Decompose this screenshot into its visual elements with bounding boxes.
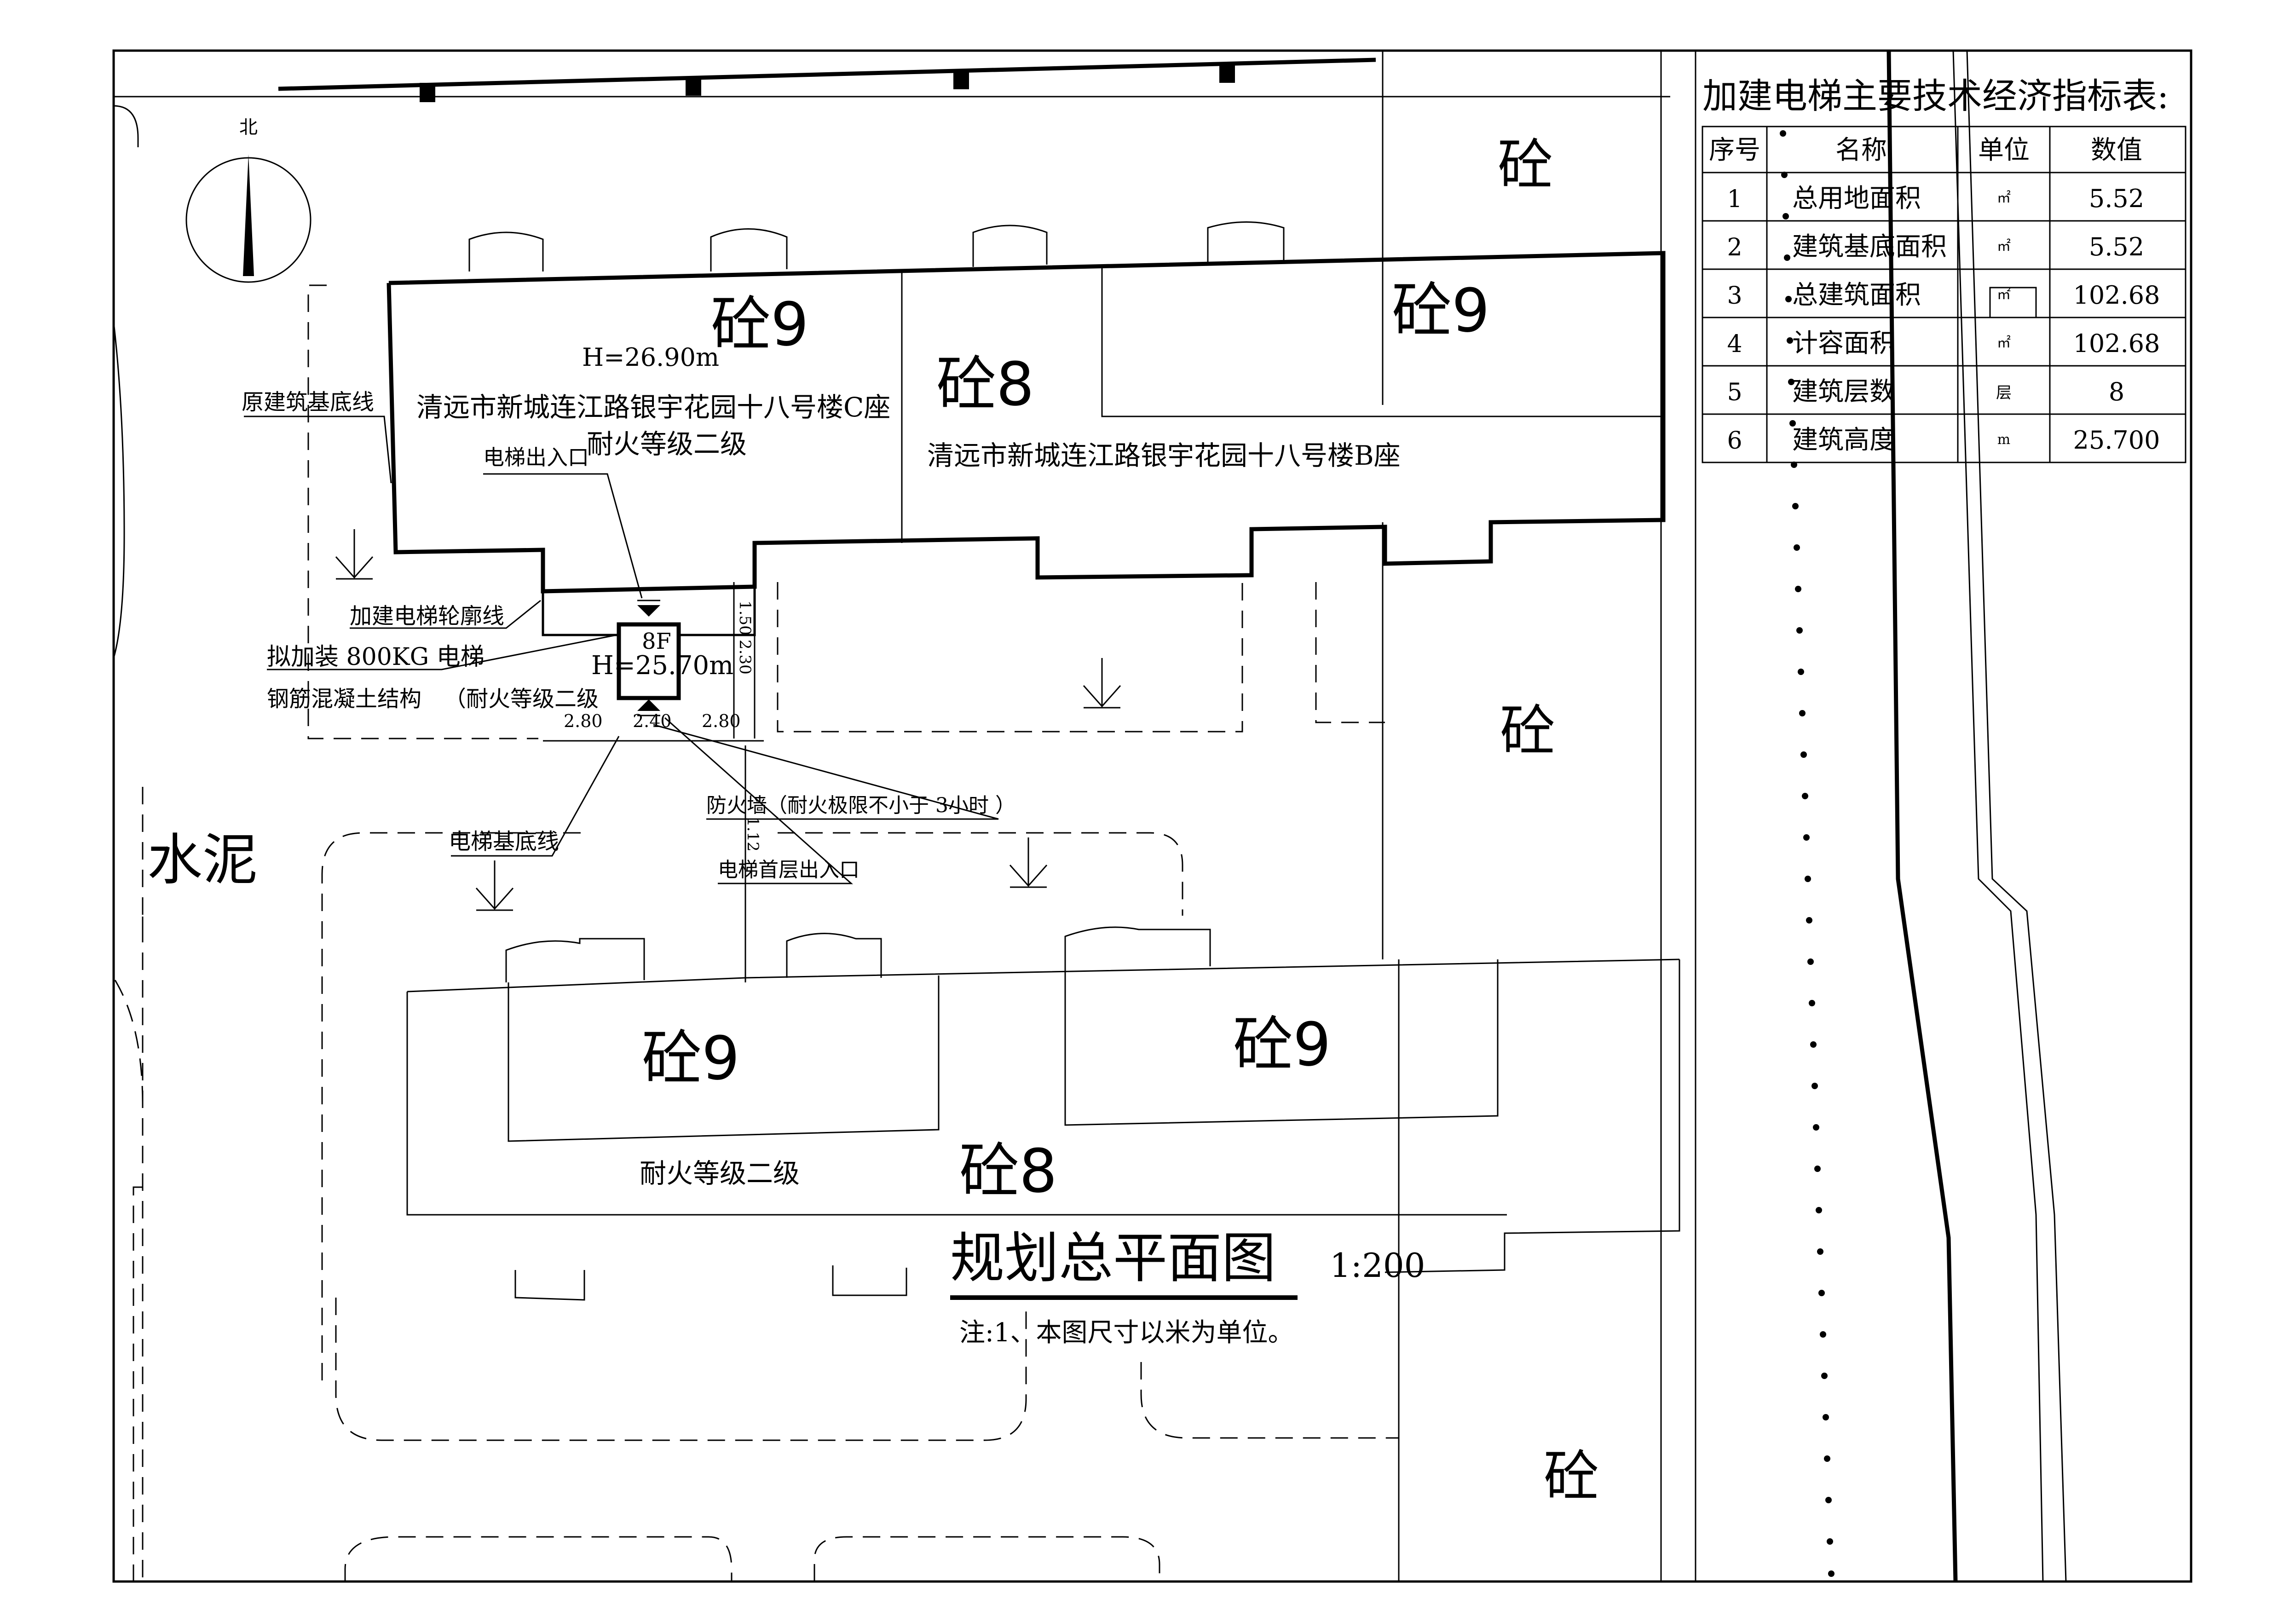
building-c-height: H=26.90m xyxy=(582,343,719,372)
north-label: 北 xyxy=(239,117,258,138)
dashed-base-lines xyxy=(114,284,1399,1582)
material-c9-d: 砼9 xyxy=(1233,1010,1331,1079)
table-cell: 1 xyxy=(1727,185,1742,213)
table-header: 序号 名称 单位 数值 xyxy=(1709,135,2142,165)
label-proposed-line2: 钢筋混凝土结构 xyxy=(267,686,421,712)
elevator-exit-arrow-icon xyxy=(637,605,660,617)
table-cell: 建筑基底面积 xyxy=(1792,232,1947,262)
table-cell: 5.52 xyxy=(2089,232,2144,261)
label-firewall: 防火墙（耐火极限不小于 3小时 ） xyxy=(706,794,1015,817)
table-row: 5 建筑层数 层 8 xyxy=(1727,377,2124,407)
elevator-shaft xyxy=(617,622,681,700)
table-cell: 建筑高度 xyxy=(1792,425,1895,455)
inner-block-lines xyxy=(901,265,1663,543)
drawing-note: 注:1、本图尺寸以米为单位。 xyxy=(959,1318,1294,1348)
material-c9-a: 砼9 xyxy=(711,289,809,359)
dim-2-80-left: 2.80 xyxy=(564,711,603,731)
table-row: 3 总建筑面积 ㎡ 102.68 xyxy=(1727,280,2160,310)
leader-lines xyxy=(244,416,999,884)
table-cell: 5 xyxy=(1727,379,1742,406)
table-row: 4 计容面积 ㎡ 102.68 xyxy=(1727,329,2160,358)
label-elevator-base-line: 电梯基底线 xyxy=(449,829,559,854)
elevator-height: H=25.70m xyxy=(591,651,733,681)
dim-2-80-right: 2.80 xyxy=(702,711,741,731)
table-cell: ㎡ xyxy=(1997,190,2011,206)
th-index: 序号 xyxy=(1709,135,1760,165)
road-lines xyxy=(1382,50,2067,1582)
fire-rating-top: 耐火等级二级 xyxy=(587,428,747,460)
material-c-bottom-right: 砼 xyxy=(1544,1445,1599,1509)
building-b-name: 清远市新城连江路银宇花园十八号楼B座 xyxy=(927,440,1401,471)
dim-1-12: 1.12 xyxy=(744,817,762,852)
table-cell: 5.52 xyxy=(2089,184,2144,213)
elevator-floors: 8F xyxy=(642,629,671,654)
table-cell: 建筑层数 xyxy=(1792,377,1895,407)
ground-label: 水泥 xyxy=(147,828,258,892)
north-arrow-icon: 北 xyxy=(185,117,312,283)
table-cell: 3 xyxy=(1727,282,1742,310)
material-c-mid-right: 砼 xyxy=(1500,699,1555,763)
drawing-scale: 1:200 xyxy=(1330,1246,1425,1285)
th-unit: 单位 xyxy=(1978,135,2030,165)
table-cell: 总建筑面积 xyxy=(1792,280,1921,310)
table-cell: 总用地面积 xyxy=(1792,184,1921,214)
wall-posts xyxy=(420,63,1235,102)
drawing-title: 规划总平面图 xyxy=(950,1226,1276,1290)
slope-arrows xyxy=(335,529,1121,911)
table-cell: ㎡ xyxy=(1997,238,2011,254)
material-c8-a: 砼8 xyxy=(936,349,1034,419)
label-ground-exit: 电梯首层出入口 xyxy=(718,858,860,882)
material-c9-b: 砼9 xyxy=(1392,276,1490,346)
dotted-line xyxy=(1781,106,1799,1578)
label-proposed-line3: （耐火等级二级 xyxy=(444,686,599,712)
table-row: 2 建筑基底面积 ㎡ 5.52 xyxy=(1727,232,2144,262)
th-value: 数值 xyxy=(2091,135,2142,165)
table-cell: 层 xyxy=(1996,384,2012,402)
material-c9-c: 砼9 xyxy=(642,1023,740,1093)
ground-exit-arrow-icon xyxy=(637,699,660,711)
label-elevator-outline: 加建电梯轮廓线 xyxy=(350,603,504,629)
dim-1-50: 1.50 xyxy=(736,600,754,635)
th-name: 名称 xyxy=(1835,135,1887,165)
left-edge-curves xyxy=(113,105,139,658)
table-cell: m xyxy=(1997,432,2010,448)
table-cell: 25.700 xyxy=(2073,426,2160,455)
label-proposed-line1: 拟加装 800KG 电梯 xyxy=(267,643,485,671)
drawing-frame xyxy=(112,49,2192,1583)
table-cell: 计容面积 xyxy=(1792,329,1895,358)
dim-2-30: 2.30 xyxy=(736,640,754,675)
table-row: 1 总用地面积 ㎡ 5.52 xyxy=(1727,184,2144,214)
table-cell: 102.68 xyxy=(2073,329,2160,358)
material-c8-b: 砼8 xyxy=(959,1136,1057,1206)
table-cell: 102.68 xyxy=(2073,281,2160,310)
building-c-name: 清远市新城连江路银宇花园十八号楼C座 xyxy=(416,392,890,423)
label-original-base-line: 原建筑基底线 xyxy=(242,389,374,415)
table-cell: 8 xyxy=(2109,377,2124,406)
existing-building-outline xyxy=(387,251,1666,594)
material-c-top-right: 砼 xyxy=(1498,133,1553,197)
table-cell: 4 xyxy=(1727,330,1742,358)
table-title: 加建电梯主要技术经济指标表: xyxy=(1702,75,2169,116)
lower-building xyxy=(406,926,1680,1301)
fire-rating-bottom: 耐火等级二级 xyxy=(640,1158,800,1189)
label-elevator-exit: 电梯出入口 xyxy=(483,445,589,470)
indicator-table xyxy=(1702,126,2186,463)
table-cell: 6 xyxy=(1727,427,1742,455)
top-wall xyxy=(278,58,1376,91)
elevator-block xyxy=(542,582,764,982)
top-balconies xyxy=(468,221,1285,271)
table-cell: 2 xyxy=(1727,234,1742,261)
material-labels: 砼9 砼8 砼9 砼 砼 砼9 砼9 砼8 砼 水泥 xyxy=(147,133,1599,1509)
table-cell: ㎡ xyxy=(1997,287,2011,303)
table-cell: ㎡ xyxy=(1997,335,2011,351)
table-row: 6 建筑高度 m 25.700 xyxy=(1727,425,2160,455)
